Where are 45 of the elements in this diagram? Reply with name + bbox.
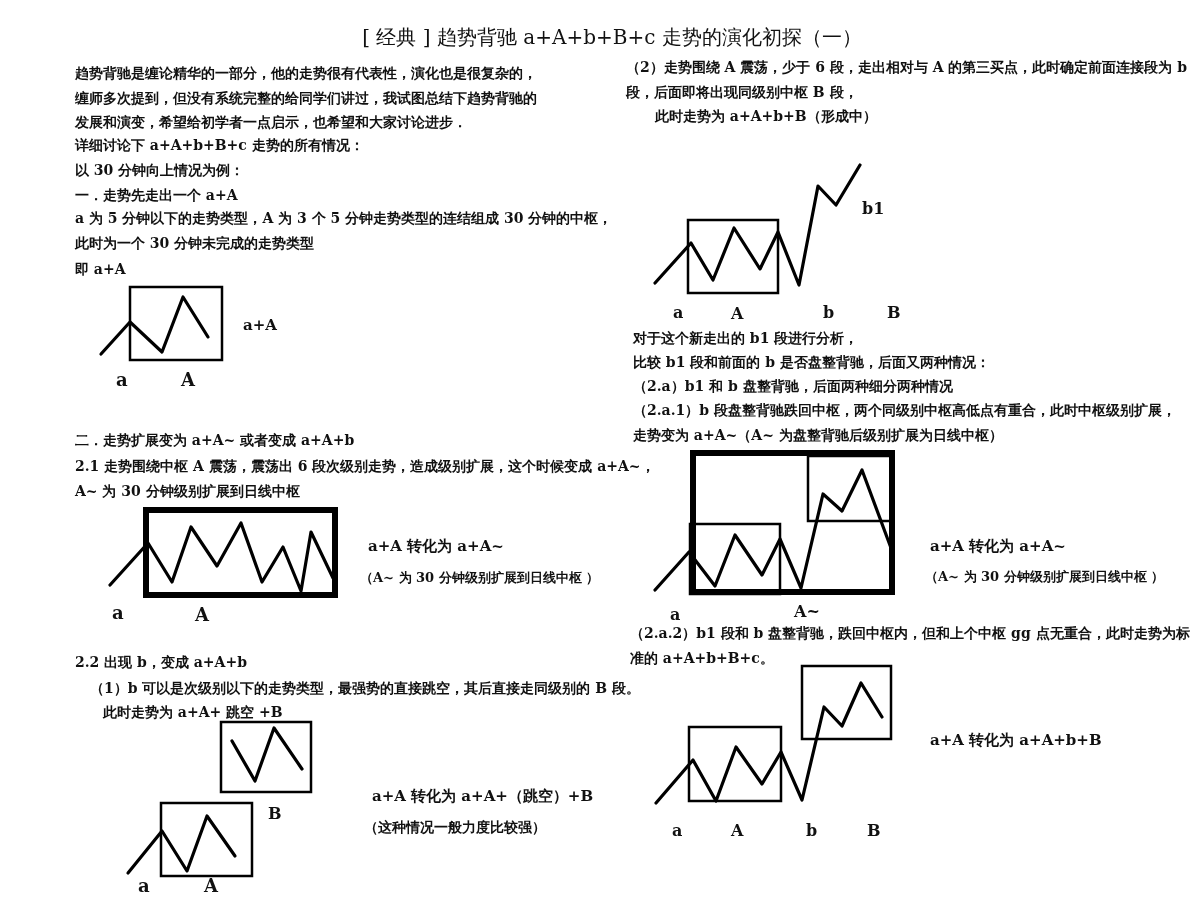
paragraph: 以 30 分钟向上情况为例： [75,161,245,180]
segment-label: B [887,302,901,324]
segment-label: B [268,803,282,825]
segment-label: a [670,604,681,626]
paragraph: 此时走势为 a+A+b+B（形成中） [655,107,877,126]
section-heading: 一．走势先走出一个 a+A [75,186,238,205]
paragraph: 趋势背驰是缠论精华的一部分，他的走势很有代表性，演化也是很复杂的，缠师多次提到，但没有系统完整的给同学们讲过，我试图总结下趋势背驰的发展和演变，希望给初学者一点启示，也希望和大家讨论进步． [75,64,538,132]
segment-label: b [806,820,818,842]
section-heading: 2.2 出现 b，变成 a+A+b [75,653,247,672]
segment-label: A [181,368,195,392]
paragraph: 详细讨论下 a+A+b+B+c 走势的所有情况： [75,136,364,155]
segment-label: b1 [862,198,885,220]
paragraph: 此时走势为 a+A+ 跳空 +B [103,703,283,722]
segment-label: A [731,303,744,325]
title: [ 经典 ] 趋势背驰 a+A+b+B+c 走势的演化初探（一） [362,24,862,51]
chart-note: （A~ 为 30 分钟级别扩展到日线中枢 ） [360,569,600,587]
segment-label: a [112,601,124,625]
paragraph: （2.a.1）b 段盘整背驰跌回中枢，两个同级别中枢高低点有重合，此时中枢级别扩展，走势变为 a+A~（A~ 为盘整背驰后级别扩展为日线中枢） [633,401,1177,445]
paragraph: 比较 b1 段和前面的 b 是否盘整背驰，后面又两种情况： [633,353,990,372]
section-heading: 二．走势扩展变为 a+A~ 或者变成 a+A+b [75,431,355,450]
segment-label: B [867,820,881,842]
chart-caption: a+A 转化为 a+A~ [368,536,504,557]
section-heading: （2.a）b1 和 b 盘整背驰，后面两种细分两种情况 [633,377,953,396]
segment-label: b [823,302,835,324]
chart-caption: a+A 转化为 a+A+（跳空）+B [372,786,594,807]
segment-label: A~ [794,601,820,623]
paragraph: 2.1 走势围绕中枢 A 震荡，震荡出 6 段次级别走势，造成级别扩展，这个时候变成 a+A~，A~ 为 30 分钟级别扩展到日线中枢 [75,457,656,501]
paragraph: a 为 5 分钟以下的走势类型，A 为 3 个 5 分钟走势类型的连结组成 30 分钟的中枢，此时为一个 30 分钟未完成的走势类型 [75,209,614,253]
paragraph: （1）b 可以是次级别以下的走势类型，最强势的直接跳空，其后直接走同级别的 B 段。 [90,679,640,698]
segment-label: a [672,820,683,842]
paragraph: （2.a.2）b1 段和 b 盘整背驰，跌回中枢内，但和上个中枢 gg 点无重合，此时走势为标准的 a+A+b+B+c。 [630,624,1191,668]
chart-note: （这种情况一般力度比较强） [364,818,546,837]
segment-label: a [116,368,128,392]
chart-note: （A~ 为 30 分钟级别扩展到日线中枢 ） [925,568,1165,586]
segment-label: A [204,874,218,898]
segment-label: a [673,302,684,324]
paragraph: （2）走势围绕 A 震荡，少于 6 段，走出相对与 A 的第三买点，此时确定前面连接段为 b 段，后面即将出现同级别中枢 B 段， [626,58,1189,102]
formula-label: a+A [243,315,277,336]
paragraph: 即 a+A [75,260,126,279]
chart-caption: a+A 转化为 a+A+b+B [930,730,1102,751]
chart-caption: a+A 转化为 a+A~ [930,536,1066,557]
segment-label: A [731,820,744,842]
paragraph: 对于这个新走出的 b1 段进行分析， [633,329,859,348]
segment-label: a [138,874,150,898]
segment-label: A [195,603,209,627]
